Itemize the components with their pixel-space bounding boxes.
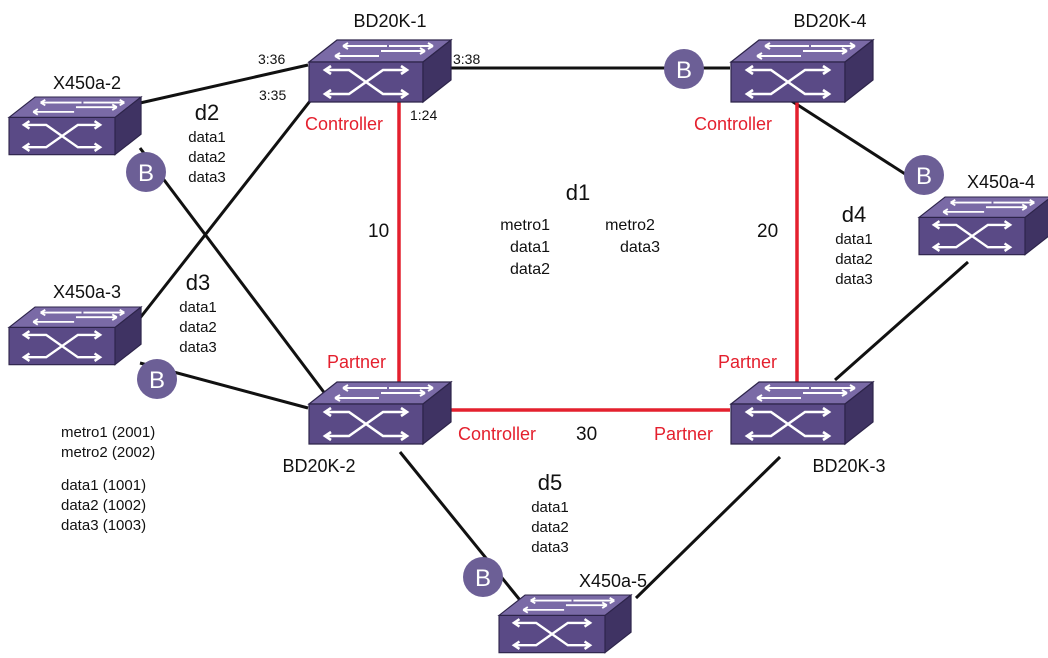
domain-name: d3 bbox=[186, 270, 210, 295]
port-label: 3:38 bbox=[453, 51, 480, 67]
port-label: 3:36 bbox=[258, 51, 285, 67]
vlan-label: data3 bbox=[531, 539, 569, 556]
vlan-label: data2 bbox=[179, 319, 217, 336]
vlan-label: data2 bbox=[835, 251, 873, 268]
vlan-label: metro2 bbox=[605, 217, 655, 234]
blocker-label: B bbox=[138, 160, 154, 187]
legend-item: data1 (1001) bbox=[61, 477, 146, 494]
vlan-label: data1 bbox=[188, 129, 226, 146]
vlan-label: data2 bbox=[531, 519, 569, 536]
blocker-bd4-x4: B bbox=[904, 155, 944, 195]
blocker-label: B bbox=[149, 367, 165, 394]
role-partner-bd3: Partner bbox=[718, 352, 777, 372]
blocker-label: B bbox=[475, 565, 491, 592]
vlan-label: data3 bbox=[620, 239, 660, 256]
vlan-label: data1 bbox=[179, 299, 217, 316]
switch-bd4-icon bbox=[729, 38, 875, 104]
role-partner-bd2: Partner bbox=[327, 352, 386, 372]
blocker-bd2-x5: B bbox=[463, 557, 503, 597]
switch-label-x2: X450a-2 bbox=[53, 73, 121, 93]
domain-d4: d4 data1 data2 data3 bbox=[835, 202, 873, 288]
ring-weight: 20 bbox=[757, 221, 778, 242]
switch-label-x4: X450a-4 bbox=[967, 172, 1035, 192]
switch-x4-icon bbox=[917, 195, 1048, 256]
domain-name: d4 bbox=[842, 202, 866, 227]
switch-label-bd3: BD20K-3 bbox=[812, 456, 885, 476]
switch-x5-icon bbox=[497, 593, 633, 654]
link-x2-bd1 bbox=[139, 63, 309, 105]
legend-item: metro1 (2001) bbox=[61, 424, 155, 441]
vlan-label: metro1 bbox=[500, 217, 550, 234]
blocked-port-icon bbox=[664, 49, 704, 89]
switch-label-x3: X450a-3 bbox=[53, 282, 121, 302]
blocked-port-icon bbox=[126, 152, 166, 192]
vlan-label: data1 bbox=[510, 239, 550, 256]
vlan-label: data2 bbox=[510, 261, 550, 278]
domain-d1: d1 metro1 data1 data2 metro2 data3 bbox=[500, 180, 660, 278]
vlan-label: data3 bbox=[188, 169, 226, 186]
blocked-port-icon bbox=[463, 557, 503, 597]
domain-name: d2 bbox=[195, 100, 219, 125]
links bbox=[138, 63, 969, 611]
port-label: 1:24 bbox=[410, 107, 437, 123]
blockers: B B B B B bbox=[126, 49, 944, 597]
role-partner-bd3-link: Partner bbox=[654, 424, 713, 444]
blocker-label: B bbox=[916, 163, 932, 190]
vlan-label: data2 bbox=[188, 149, 226, 166]
ring-weight: 30 bbox=[576, 424, 597, 445]
vlan-label: data3 bbox=[835, 271, 873, 288]
domain-name: d1 bbox=[566, 180, 590, 205]
blocked-port-icon bbox=[137, 359, 177, 399]
role-controller-bd1: Controller bbox=[305, 114, 383, 134]
switch-bd3-icon bbox=[729, 380, 875, 446]
domain-d3: d3 data1 data2 data3 bbox=[179, 270, 217, 356]
domain-d2: d2 data1 data2 data3 bbox=[188, 100, 226, 186]
switch-label-bd4: BD20K-4 bbox=[793, 11, 866, 31]
role-controller-bd4: Controller bbox=[694, 114, 772, 134]
switch-x3-icon bbox=[7, 305, 143, 366]
switch-x2-icon bbox=[7, 95, 143, 156]
blocker-x2-bd2: B bbox=[126, 152, 166, 192]
vlan-label: data3 bbox=[179, 339, 217, 356]
blocker-x3-bd2: B bbox=[137, 359, 177, 399]
switch-label-x5: X450a-5 bbox=[579, 571, 647, 591]
link-bd2-x5 bbox=[398, 451, 530, 611]
switch-bd1-icon bbox=[307, 38, 453, 104]
link-x3-bd1 bbox=[138, 95, 316, 319]
port-label: 3:35 bbox=[259, 87, 286, 103]
domain-name: d5 bbox=[538, 470, 562, 495]
link-bd3-x5 bbox=[634, 455, 782, 600]
vlan-legend: metro1 (2001) metro2 (2002) data1 (1001)… bbox=[61, 424, 155, 534]
ring-links bbox=[397, 102, 799, 412]
switch-label-bd2: BD20K-2 bbox=[282, 456, 355, 476]
legend-item: data3 (1003) bbox=[61, 517, 146, 534]
blocker-label: B bbox=[676, 57, 692, 84]
blocker-bd1-bd4: B bbox=[664, 49, 704, 89]
legend-item: data2 (1002) bbox=[61, 497, 146, 514]
switch-label-bd1: BD20K-1 bbox=[353, 11, 426, 31]
link-x4-bd3 bbox=[834, 260, 969, 382]
blocked-port-icon bbox=[904, 155, 944, 195]
domain-d5: d5 data1 data2 data3 bbox=[531, 470, 569, 556]
vlan-label: data1 bbox=[835, 231, 873, 248]
role-controller-bd2: Controller bbox=[458, 424, 536, 444]
link-x2-bd2 bbox=[138, 147, 328, 396]
switch-bd2-icon bbox=[307, 380, 453, 446]
ring-weight: 10 bbox=[368, 221, 389, 242]
vlan-label: data1 bbox=[531, 499, 569, 516]
legend-item: metro2 (2002) bbox=[61, 444, 155, 461]
